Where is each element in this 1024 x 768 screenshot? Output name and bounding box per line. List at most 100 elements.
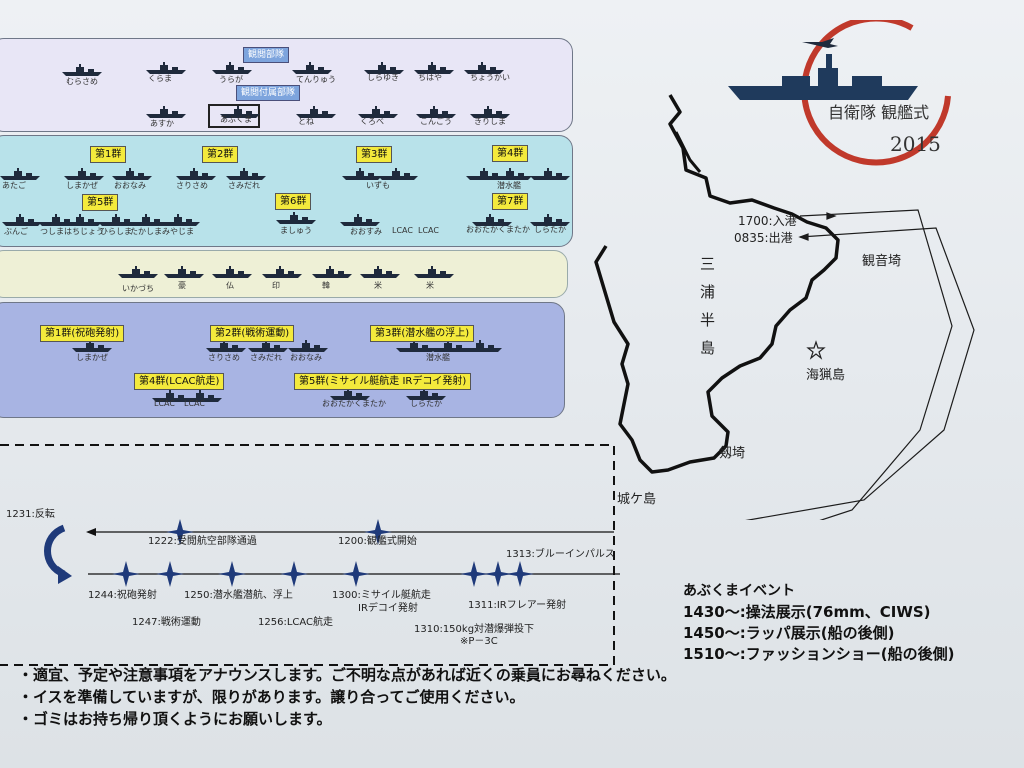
ship-silhouette (360, 266, 400, 278)
ship-name: おおなみ (290, 353, 322, 362)
events-title: あぶくまイベント (683, 583, 795, 599)
group-label: 第5群(ミサイル艇航走 IRデコイ発射) (294, 373, 472, 390)
ship-silhouette (164, 266, 204, 278)
ship-name: くらま (148, 74, 172, 83)
ship-silhouette (414, 62, 454, 74)
ship-name: いかづち (122, 284, 154, 293)
timeline-1300: 1300:ミサイル艇航走 (332, 590, 431, 601)
logo-title: 自衛隊 観艦式 (828, 103, 930, 122)
ship-name: おおすみ (350, 227, 382, 236)
group-label: 第5群 (82, 194, 119, 211)
ship-name: つしま (40, 227, 64, 236)
ship-name: 豪 (178, 281, 186, 290)
ship-name: あぶくま (220, 115, 252, 124)
timeline-1310-note: ※P－3C (460, 636, 498, 647)
ship-name: 米 (426, 281, 434, 290)
ship-silhouette (146, 62, 186, 74)
note-chairs: ・イスを準備していますが、限りがあります。譲り合ってご使用ください。 (18, 688, 525, 706)
ship-silhouette (220, 106, 260, 118)
ship-silhouette (152, 390, 192, 402)
demo-groups-panel (0, 302, 565, 418)
ship-silhouette (98, 214, 138, 226)
ship-silhouette (212, 62, 252, 74)
ship-name: さみだれ (228, 181, 260, 190)
ship-silhouette (414, 266, 454, 278)
timeline-graphic (0, 444, 620, 666)
timeline-1222: 1222:受閲航空部隊通過 (148, 536, 257, 547)
ship-silhouette (342, 168, 382, 180)
ship-name: たかしま (130, 227, 162, 236)
jogashima-label: 城ケ島 (617, 492, 657, 507)
ship-name: LCAC (154, 399, 175, 408)
ship-name: ぶんご (4, 227, 28, 236)
tsurugisaki-label: 剱埼 (719, 446, 746, 461)
ship-name: LCAC (418, 226, 439, 235)
timeline-1300-decoy: IRデコイ発射 (358, 603, 418, 614)
group-label: 第2群 (202, 146, 239, 163)
timeline-1313: 1313:ブルーインパルス (506, 549, 615, 560)
ship-name: 印 (272, 281, 280, 290)
group-label: 第4群(LCAC航走) (134, 373, 225, 390)
ship-silhouette (340, 214, 380, 226)
ship-name: おおなみ (114, 181, 146, 190)
peninsula-label: 三浦半島 (700, 255, 716, 357)
ship-silhouette (182, 390, 222, 402)
ship-silhouette (160, 214, 200, 226)
event-1450: 1450～:ラッパ展示(船の後側) (683, 624, 895, 642)
sarushima-label: 海猟島 (806, 368, 846, 383)
abukuma-highlight-box (208, 104, 260, 128)
event-1510: 1510～:ファッションショー(船の後側) (683, 645, 955, 663)
ship-name: おおたかくまたか (466, 225, 530, 234)
timeline-1250: 1250:潜水艦潜航、浮上 (184, 590, 293, 601)
arrival-time: 1700:入港 (738, 214, 797, 228)
ship-silhouette (0, 168, 40, 180)
ship-name: さみだれ (250, 353, 282, 362)
ship-name: むらさめ (66, 77, 98, 86)
group-label: 第4群 (492, 145, 529, 162)
ship-name: ひらしま (100, 227, 132, 236)
ship-name: ちょうかい (470, 73, 510, 82)
group-label: 第3群(潜水艦の浮上) (370, 325, 475, 342)
ship-name: 韓 (322, 281, 330, 290)
ship-silhouette (176, 168, 216, 180)
ship-name: いずも (366, 181, 390, 190)
ship-silhouette (462, 340, 502, 352)
ship-name: LCAC (184, 399, 205, 408)
group-label: 第2群(戦術運動) (210, 325, 295, 342)
ship-silhouette (112, 168, 152, 180)
ship-silhouette (212, 266, 252, 278)
ship-name: 米 (374, 281, 382, 290)
timeline-1244: 1244:祝砲発射 (88, 590, 157, 601)
ship-silhouette (378, 168, 418, 180)
ship-name: LCAC (392, 226, 413, 235)
kankanshiki-logo (728, 20, 951, 166)
group-label: 第1群(祝砲発射) (40, 325, 125, 342)
timeline-1311: 1311:IRフレアー発射 (468, 600, 567, 611)
ship-silhouette (530, 168, 570, 180)
ship-silhouette (472, 214, 512, 226)
ship-silhouette (416, 106, 456, 118)
ship-silhouette (62, 64, 102, 76)
ship-name: ちはや (418, 73, 442, 82)
note-announcement: ・適宜、予定や注意事項をアナウンスします。ご不明な点があれば近くの乗員にお尋ねく… (18, 666, 676, 684)
departure-time: 0835:出港 (734, 231, 793, 245)
ship-name: あすか (150, 119, 174, 128)
ship-silhouette (226, 168, 266, 180)
ship-name: てんりゅう (296, 75, 336, 84)
ship-name: しまかぜ (66, 181, 98, 190)
ship-name: さりさめ (208, 353, 240, 362)
ship-silhouette (128, 214, 168, 226)
timeline-1200: 1200:観艦式開始 (338, 536, 417, 547)
ship-name: しまかぜ (76, 353, 108, 362)
group-label: 第6群 (275, 193, 312, 210)
group-label: 第7群 (492, 193, 529, 210)
ship-silhouette (358, 106, 398, 118)
ship-name: さりさめ (176, 181, 208, 190)
ship-name: しらたか (410, 399, 442, 408)
timeline-1310: 1310:150kg対潜爆弾投下 (414, 624, 535, 635)
ship-silhouette (530, 214, 570, 226)
ship-name: とね (298, 117, 314, 126)
ship-name: くろべ (360, 117, 384, 126)
miura-map (594, 94, 975, 520)
timeline-1247: 1247:戦術運動 (132, 617, 201, 628)
